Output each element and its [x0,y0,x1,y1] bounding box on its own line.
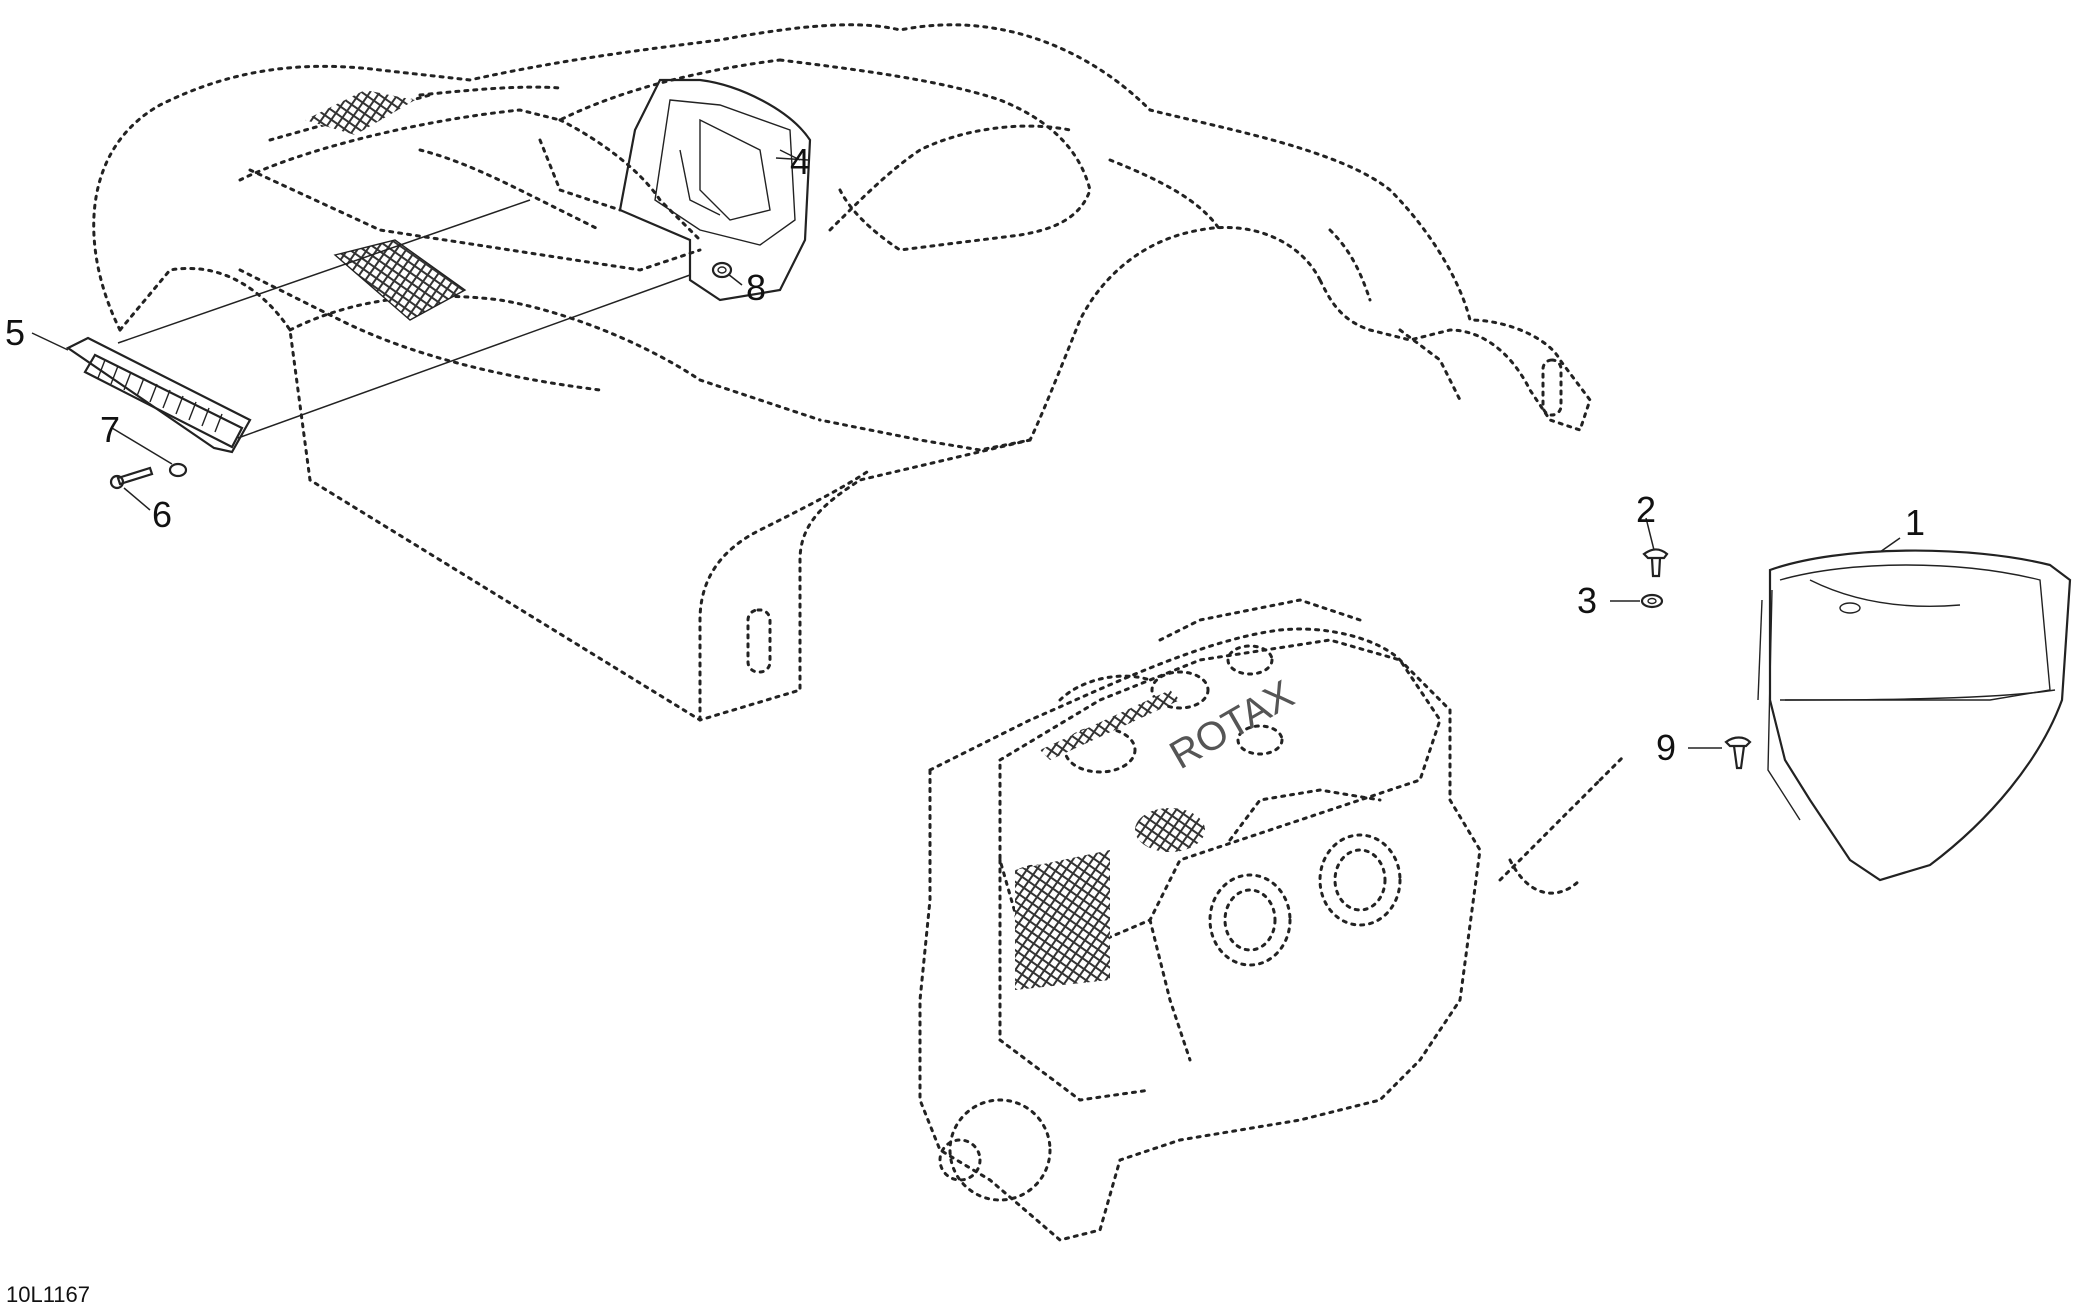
push-rivet-part-9 [1724,736,1752,770]
screw-part-6 [109,466,154,490]
callout-4: 4 [790,141,810,182]
callout-labels: 1 2 3 4 5 6 7 8 9 [5,141,1925,768]
callout-6: 6 [152,494,172,535]
callout-1: 1 [1905,502,1925,543]
inner-housing-part-4 [618,78,812,302]
engine-cover-lettering: ROTAX [1163,672,1302,778]
airbox-cover-part-1 [1757,549,2072,882]
callout-2: 2 [1636,489,1656,530]
washer-part-7 [168,462,188,478]
callout-7: 7 [100,409,120,450]
callout-9: 9 [1656,727,1676,768]
engine-outline [918,598,1627,1242]
leader-lines [31,157,1901,749]
callout-3: 3 [1577,580,1597,621]
vehicle-body-outline [92,23,1592,722]
nut-part-8 [711,261,733,279]
drawing-code: 10L1167 [6,1282,90,1307]
washer-part-3 [1640,593,1664,609]
callout-5: 5 [5,312,25,353]
grille-part-5 [65,336,252,454]
rivet-part-2 [1642,548,1669,578]
assembly-lines [117,199,691,439]
callout-8: 8 [746,267,766,308]
